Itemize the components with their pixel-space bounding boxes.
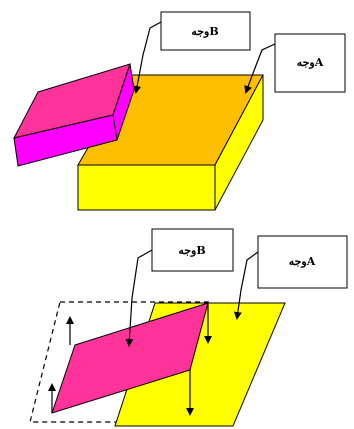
bottom-figure: وجهB وجهA [29, 228, 348, 427]
face-b-label-box-bottom [151, 228, 234, 272]
face-a-label-box-bottom [257, 235, 348, 289]
arrow-to-face-b-top [133, 21, 162, 94]
yellow-box-front-face [77, 164, 216, 211]
face-b-label-bottom: وجهB [178, 244, 205, 257]
magenta-lid-front-face [13, 114, 118, 167]
face-a-label-top: وجهA [297, 56, 324, 69]
face-a-label-bottom: وجهA [289, 255, 316, 268]
arrow-to-face-a-top [244, 43, 276, 94]
face-a-label-box-top [274, 33, 346, 93]
face-b-label-top: وجهB [191, 25, 218, 38]
arrow-to-face-a-bottom [233, 251, 259, 320]
arrow-to-face-b-bottom [125, 249, 153, 347]
face-b-label-box-top [160, 11, 251, 51]
top-figure: وجهB وجهA [13, 11, 346, 211]
